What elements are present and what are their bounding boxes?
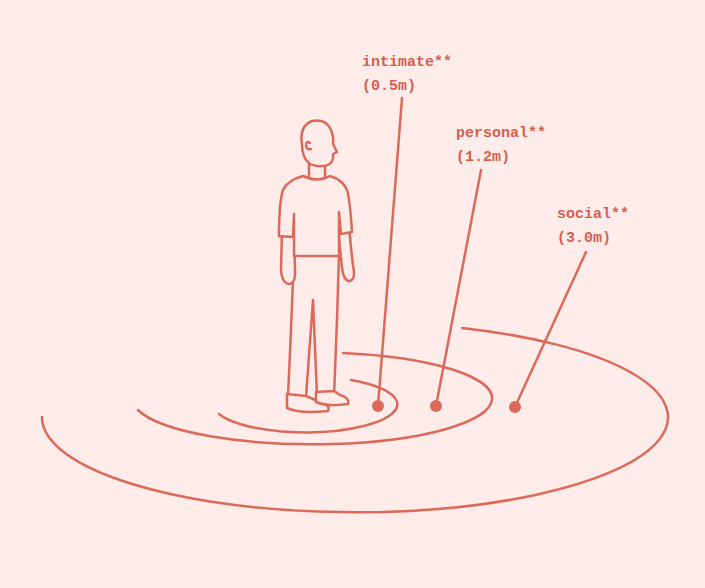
zone-name: intimate** bbox=[362, 54, 452, 72]
zone-distance: (1.2m) bbox=[456, 149, 510, 167]
intimate-zone-ring bbox=[219, 380, 397, 432]
person-arm bbox=[338, 228, 354, 281]
person-shirt bbox=[279, 176, 352, 256]
leader-dot bbox=[430, 400, 442, 412]
zone-distance: (0.5m) bbox=[362, 78, 416, 96]
person-figure bbox=[279, 120, 354, 412]
leader-line bbox=[515, 252, 586, 407]
zone-distance: (3.0m) bbox=[557, 230, 611, 248]
leader-line bbox=[378, 98, 402, 406]
zone-name: personal** bbox=[456, 125, 546, 143]
leader-dot bbox=[509, 401, 521, 413]
leader-line bbox=[436, 170, 481, 406]
zone-name: social** bbox=[557, 206, 629, 224]
person-shoe bbox=[316, 391, 348, 405]
social-zone-ring bbox=[42, 328, 668, 512]
person-head bbox=[301, 120, 337, 166]
person-ear bbox=[306, 142, 311, 149]
leader-dot bbox=[372, 400, 384, 412]
